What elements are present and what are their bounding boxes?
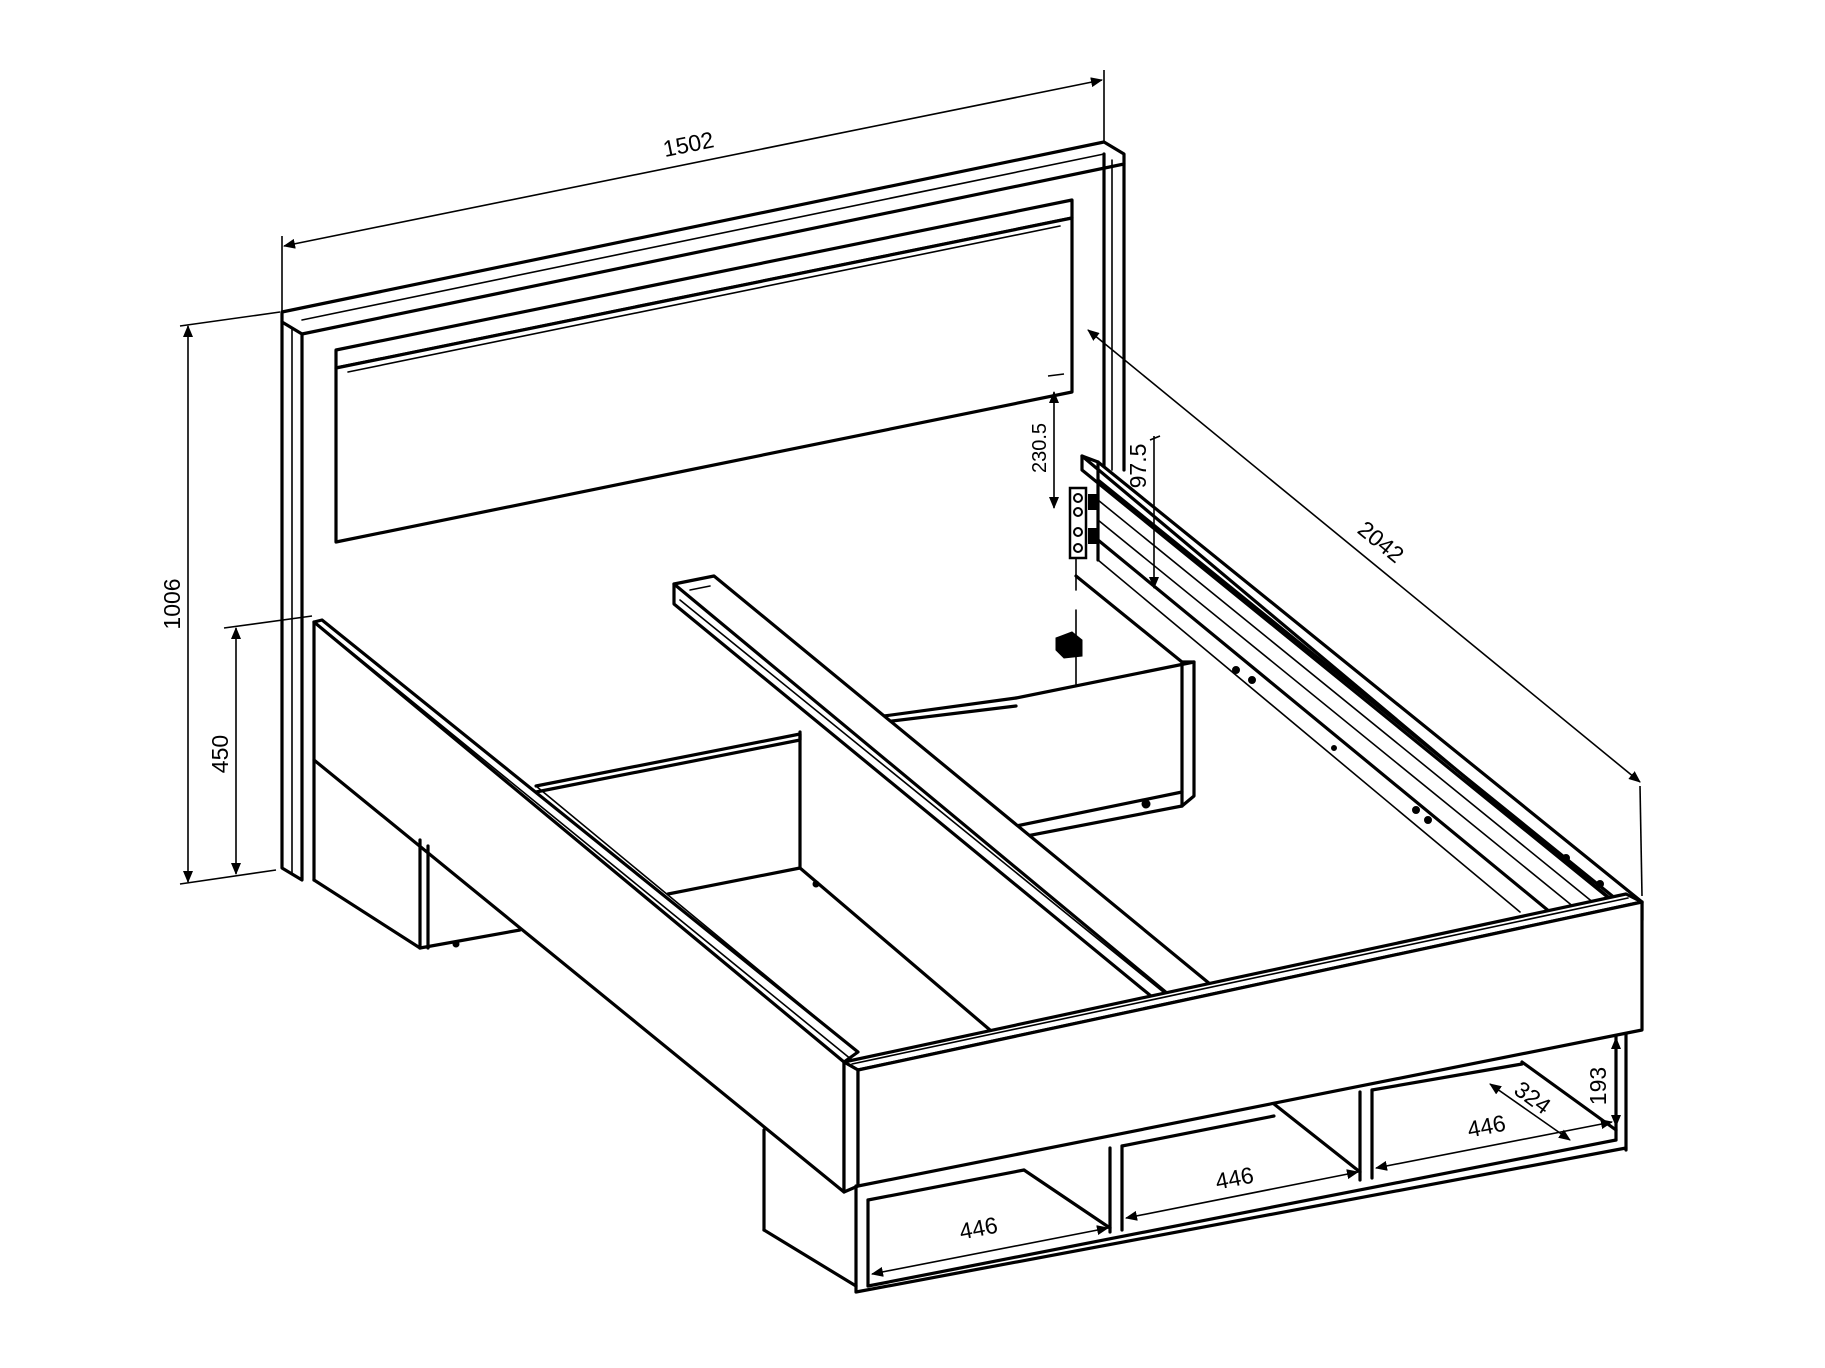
dimension-lines xyxy=(179,70,1643,1277)
dim-rail-offset-label: 97.5 xyxy=(1125,444,1151,489)
inner-support-box xyxy=(1014,574,1196,840)
dim-length-label: 2042 xyxy=(1353,516,1409,568)
right-support-block xyxy=(1614,1032,1628,1152)
dim-drawer-height-label: 193 xyxy=(1585,1067,1611,1105)
dim-height-total-label: 1006 xyxy=(159,578,185,629)
middle-support-panel xyxy=(666,730,992,1032)
near-side-rail xyxy=(312,618,860,1194)
dim-width-label: 1502 xyxy=(661,126,716,162)
connector-bracket xyxy=(1055,486,1098,685)
dim-cubby-right-label: 446 xyxy=(1465,1110,1508,1143)
footboard xyxy=(842,892,1644,1194)
dim-cubby-middle-label: 446 xyxy=(1213,1162,1256,1195)
center-beam xyxy=(672,574,1212,1012)
dim-cubby-left-label: 446 xyxy=(957,1212,1000,1245)
dim-height-frame-label: 450 xyxy=(207,735,233,773)
left-support-block xyxy=(312,758,522,950)
dim-hardware-offset-label: 230.5 xyxy=(1029,423,1051,473)
